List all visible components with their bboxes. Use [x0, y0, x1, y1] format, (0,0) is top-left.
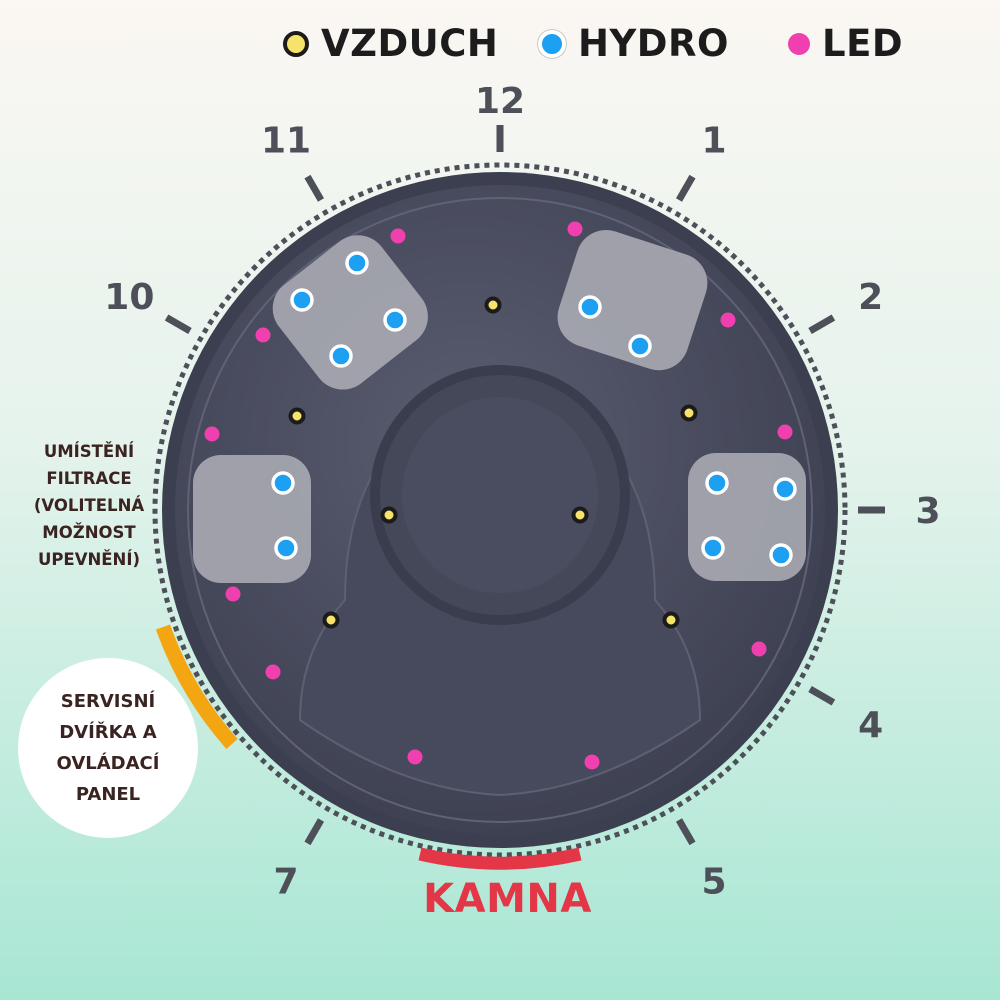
tub-inner-edge [187, 197, 813, 823]
hydro-jet-2 [290, 288, 314, 312]
hydro-jet-dot-icon [538, 29, 566, 58]
hydro-jet-4 [329, 344, 353, 368]
air-jet-7 [662, 611, 680, 629]
clock-label-1: 1 [701, 120, 726, 161]
clock-tick-7 [304, 818, 325, 846]
led-light-2 [567, 221, 583, 237]
led-light-3 [255, 327, 271, 343]
service-door-callout: SERVISNÍ DVÍŘKA A OVLÁDACÍ PANEL [18, 658, 198, 838]
air-jet-3 [680, 404, 698, 422]
hydro-jet-1 [345, 251, 369, 275]
led-light-7 [225, 586, 241, 602]
seat-top-right [557, 230, 708, 371]
dotted-outer-ring [152, 162, 848, 858]
filtration-note: UMÍSTĚNÍ FILTRACE (VOLITELNÁ MOŽNOST UPE… [33, 442, 145, 569]
legend-item-led: LED [788, 22, 903, 65]
air-jet-6 [322, 611, 340, 629]
hydro-jet-10 [773, 477, 797, 501]
hydro-jet-11 [701, 536, 725, 560]
air-jet-5 [571, 506, 589, 524]
hydro-jet-3 [383, 308, 407, 332]
led-light-11 [584, 754, 600, 770]
stove-arc [418, 847, 582, 870]
clock-label-4: 4 [858, 705, 883, 746]
hydro-jet-7 [271, 471, 295, 495]
hydro-jet-9 [705, 471, 729, 495]
legend-label-air: VZDUCH [321, 22, 499, 65]
service-door-label: SERVISNÍ DVÍŘKA A OVLÁDACÍ PANEL [56, 691, 160, 805]
clock-tick-11 [304, 174, 325, 202]
clock-tick-2 [808, 314, 836, 335]
clock-tick-1 [675, 174, 696, 202]
clock-label-10: 10 [104, 277, 154, 318]
clock-tick-4 [808, 685, 836, 706]
clock-label-5: 5 [701, 862, 726, 903]
clock-label-2: 2 [858, 277, 883, 318]
led-light-8 [751, 641, 767, 657]
led-light-10 [407, 749, 423, 765]
clock-label-7: 7 [273, 862, 298, 903]
led-light-4 [720, 312, 736, 328]
air-jet-dot-icon [283, 30, 309, 57]
led-light-9 [265, 664, 281, 680]
legend-item-air: VZDUCH [283, 22, 498, 65]
air-jet-1 [484, 296, 502, 314]
clock-label-12: 12 [475, 81, 525, 122]
legend: VZDUCH HYDRO LED [0, 22, 1000, 72]
led-light-6 [777, 424, 793, 440]
hydro-jet-5 [578, 295, 602, 319]
seat-top-left [272, 235, 428, 390]
legend-label-led: LED [822, 22, 904, 65]
service-door-arc [155, 624, 238, 749]
hydro-jet-12 [769, 543, 793, 567]
stove-label: KAMNA [423, 876, 592, 922]
led-light-dot-icon [788, 32, 810, 55]
legend-label-hydro: HYDRO [578, 22, 729, 65]
clock-tick-10 [164, 314, 192, 335]
hydro-jet-8 [274, 536, 298, 560]
clock-tick-5 [675, 818, 696, 846]
legend-item-hydro: HYDRO [538, 22, 729, 65]
clock-label-11: 11 [261, 120, 311, 161]
led-light-5 [204, 426, 220, 442]
air-jet-2 [288, 407, 306, 425]
air-jet-4 [380, 506, 398, 524]
clock-label-3: 3 [915, 491, 940, 532]
tub-center-floor [402, 397, 598, 593]
hydro-jet-6 [628, 334, 652, 358]
led-light-1 [390, 228, 406, 244]
seat-left [193, 455, 311, 583]
